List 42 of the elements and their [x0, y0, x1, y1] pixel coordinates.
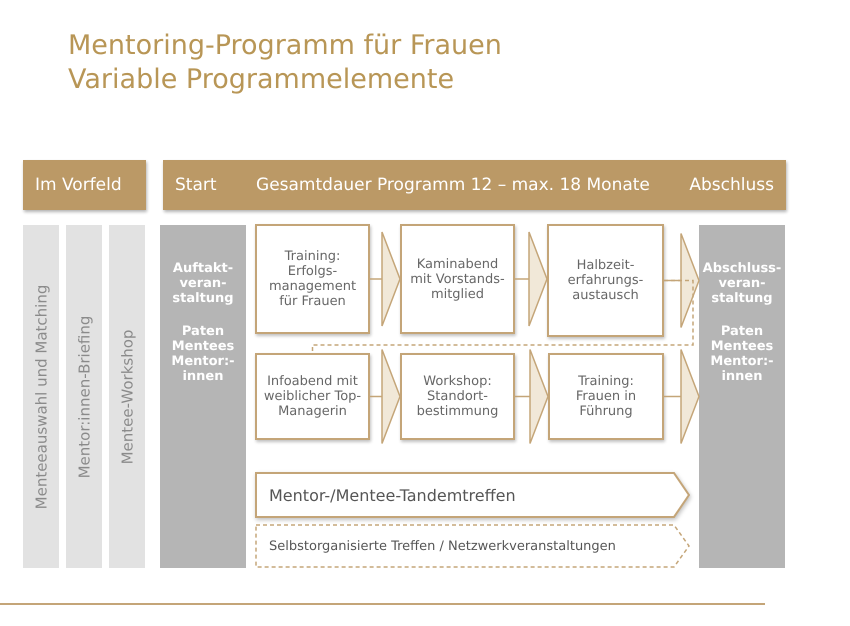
header-text: Im Vorfeld	[35, 175, 122, 195]
phase-column	[109, 225, 145, 568]
box-text: Halbzeit- erfahrungs- austausch	[566, 258, 644, 303]
process-box	[255, 353, 370, 440]
subtitle: Variable Programmelemente	[68, 64, 454, 95]
column-text: Mentee-Workshop	[118, 329, 136, 464]
box-text: Infoabend mit weiblicher Top- Managerin	[262, 374, 362, 419]
header-text: Gesamtdauer Programm 12 – max. 18 Monate	[256, 175, 650, 195]
box-text: Training: Frauen in Führung	[574, 374, 638, 419]
column-text: Auftakt- veran- staltung	[171, 261, 235, 306]
box-text: Training: Erfolgs- management für Frauen	[268, 249, 358, 309]
phase-column	[699, 225, 785, 568]
process-box	[400, 224, 515, 334]
phase-column	[66, 225, 102, 568]
arrow-band	[255, 472, 690, 518]
box-text: Workshop: Standort- bestimmung	[416, 374, 500, 419]
column-text: Menteeauswahl und Matching	[32, 284, 50, 509]
process-box	[255, 224, 370, 334]
column-text: Mentor:innen-Briefing	[75, 315, 93, 478]
header-text: Start	[175, 175, 217, 195]
band-text: Mentor-/Mentee-Tandemtreffen	[269, 486, 516, 504]
band-text: Selbstorganisierte Treffen / Netzwerkveranstaltungen	[269, 538, 616, 554]
column-text: Abschluss- veran- staltung	[702, 261, 782, 306]
arrow-band	[255, 524, 690, 568]
phase-column	[23, 225, 59, 568]
box-text: Kaminabend mit Vorstands- mitglied	[409, 256, 506, 302]
connector-line	[312, 280, 694, 353]
process-box	[400, 353, 515, 440]
chevron-arrow	[515, 231, 548, 327]
header-text: Abschluss	[689, 175, 774, 195]
header-bar	[23, 160, 146, 210]
chevron-arrow	[664, 348, 700, 444]
chevron-arrow	[515, 348, 549, 444]
title: Mentoring-Programm für Frauen	[68, 30, 502, 61]
phase-column	[160, 225, 246, 568]
chevron-arrow	[370, 348, 401, 444]
process-box	[547, 224, 664, 337]
column-text: Paten Mentees Mentor:- innen	[170, 324, 236, 384]
header-bar	[163, 160, 786, 210]
chevron-arrow	[370, 231, 401, 327]
column-text: Paten Mentees Mentor:- innen	[709, 324, 775, 384]
process-box	[548, 353, 664, 440]
